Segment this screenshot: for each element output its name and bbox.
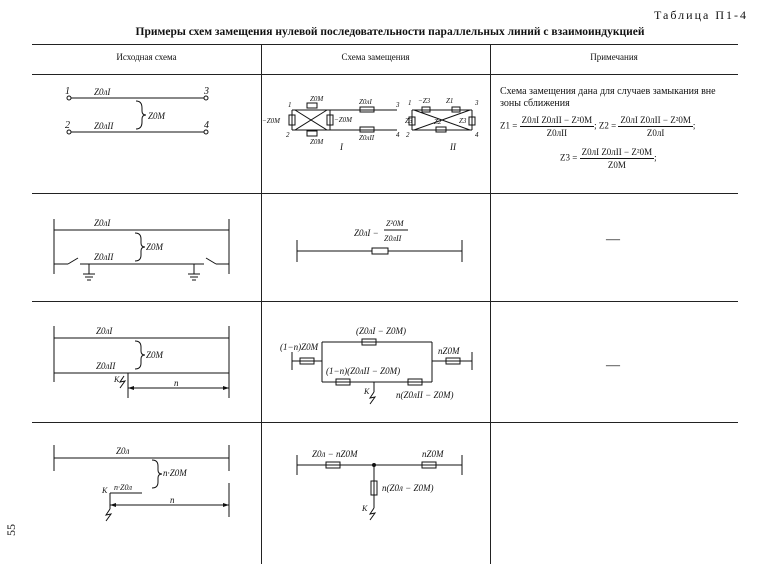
formula-z3-numerator: Z0лI Z0лII − Z²0M xyxy=(579,147,655,159)
r3-eq-k-label: K xyxy=(363,387,370,396)
row-divider-3 xyxy=(32,422,738,423)
eq-node-3: 3 xyxy=(395,101,400,109)
page-number: 55 xyxy=(4,524,18,536)
node-4-label: 4 xyxy=(204,120,209,131)
r3-eq-mid-label: (1−n)(Z0лII − Z0M) xyxy=(326,366,400,376)
node-1-label: 1 xyxy=(65,86,70,97)
r3-line1-label: Z0лI xyxy=(96,326,113,336)
formula-z2-denominator: Z0лI xyxy=(646,128,665,138)
z0l2-label: Z0лII xyxy=(359,134,375,142)
formula-z2-lhs: Z2 = xyxy=(598,120,617,131)
r-node-4: 4 xyxy=(475,131,479,139)
page-title: Примеры схем замещения нулевой последова… xyxy=(135,26,645,38)
r2-line1-label: Z0лI xyxy=(94,218,111,228)
header-notes: Примечания xyxy=(590,52,638,62)
header-source: Исходная схема xyxy=(116,52,177,62)
r3-eq-bottom-label: n(Z0лII − Z0M) xyxy=(396,390,454,400)
row4-source-diagram: Z0л n·Z0M n·Z0л K n xyxy=(53,445,230,522)
header-bottom-rule xyxy=(32,74,738,75)
r-node-2: 2 xyxy=(406,131,410,139)
r4-n-label: n xyxy=(170,495,175,505)
r2-eq-denominator: Z0лII xyxy=(384,234,402,243)
formula-z3-lhs: Z3 = xyxy=(560,152,578,163)
table-label: Таблица П1-4 xyxy=(654,8,748,22)
row2-note: — xyxy=(606,232,620,247)
r3-mutual-label: Z0M xyxy=(146,350,164,360)
r3-n-label: n xyxy=(174,378,179,388)
formula-z1-numerator: Z0лI Z0лII − Z²0M xyxy=(519,115,595,127)
r4-line-label: Z0л xyxy=(116,446,130,456)
row1-source-diagram: 1 2 3 4 Z0лI Z0лII Z0M xyxy=(65,86,209,135)
row1-equivalent-diagram: −Z0M Z0M Z0M −Z0M Z0лI Z0лII 1 2 3 4 I 1… xyxy=(262,95,479,152)
r4-eq-left-label: Z0л − nZ0M xyxy=(312,449,358,459)
mutual-impedance-label: Z0M xyxy=(148,111,166,121)
node-2-label: 2 xyxy=(65,120,70,131)
formula-z1-denominator: Z0лII xyxy=(546,128,568,138)
r3-eq-left-label: (1−n)Z0M xyxy=(280,342,319,352)
formula-z1-lhs: Z1 = xyxy=(500,120,518,131)
column-divider-2 xyxy=(490,44,491,564)
r-node-1: 1 xyxy=(408,99,412,107)
r-minus-z3-label: −Z3 xyxy=(418,97,431,105)
formula-z3-denominator: Z0M xyxy=(607,160,626,170)
row3-note: — xyxy=(606,358,620,373)
eq-node-2: 2 xyxy=(286,131,290,139)
r-z1-label: Z1 xyxy=(446,97,453,105)
row3-source-diagram: Z0лI Z0лII Z0M K n xyxy=(53,326,230,398)
minus-zom2-label: −Z0M xyxy=(334,116,353,124)
line2-impedance-label: Z0лII xyxy=(94,121,114,131)
r3-eq-right-label: nZ0M xyxy=(438,346,460,356)
r-node-3: 3 xyxy=(474,99,479,107)
r-z2-label: Z2 xyxy=(434,118,442,126)
r2-line2-label: Z0лII xyxy=(94,252,114,262)
zom-a-label: Z0M xyxy=(310,95,324,103)
node-3-label: 3 xyxy=(203,86,209,97)
r2-mutual-label: Z0M xyxy=(146,242,164,252)
r2-eq-numerator: Z²0M xyxy=(386,219,405,228)
row2-source-diagram: Z0лI Z0лII Z0M xyxy=(53,218,230,281)
zom-b-label: Z0M xyxy=(310,138,324,146)
z0l1-label: Z0лI xyxy=(359,98,372,106)
r3-fault-k-label: K xyxy=(113,375,120,384)
r4-eq-right-label: nZ0M xyxy=(422,449,444,459)
r4-eq-k-label: K xyxy=(361,504,368,513)
r2-eq-lhs: Z0лI − xyxy=(354,228,379,238)
r3-eq-top-label: (Z0лI − Z0M) xyxy=(356,326,406,336)
row2-equivalent-diagram: Z0лI − Z²0M Z0лII xyxy=(296,219,463,262)
line1-impedance-label: Z0лI xyxy=(94,87,111,97)
table-top-rule xyxy=(32,44,738,45)
r-z3b-label: Z3 xyxy=(459,117,467,125)
roman-i-label: I xyxy=(339,142,344,152)
formula-z2-numerator: Z0лI Z0лII − Z²0M xyxy=(618,115,693,127)
row4-equivalent-diagram: Z0л − nZ0M nZ0M n(Z0л − Z0M) K xyxy=(296,449,463,521)
row-divider-2 xyxy=(32,301,738,302)
r4-nzl-label: n·Z0л xyxy=(114,483,132,492)
eq-node-4: 4 xyxy=(396,131,400,139)
r-z3a-label: Z3 xyxy=(405,117,413,125)
row-divider-1 xyxy=(32,193,738,194)
eq-node-1: 1 xyxy=(288,101,292,109)
minus-zom-label: −Z0M xyxy=(262,117,281,125)
roman-ii-label: II xyxy=(449,142,457,152)
row3-equivalent-diagram: (Z0лI − Z0M) (1−n)Z0M nZ0M (1−n)(Z0лII −… xyxy=(280,326,473,405)
header-equivalent: Схема замещения xyxy=(341,52,410,62)
r4-eq-vert-label: n(Z0л − Z0M) xyxy=(382,483,434,493)
r4-nzm-label: n·Z0M xyxy=(163,468,187,478)
row1-note-text: Схема замещения дана для случаев замыкан… xyxy=(500,86,716,109)
r4-fault-k-label: K xyxy=(101,486,108,495)
column-divider-1 xyxy=(261,44,262,564)
r3-line2-label: Z0лII xyxy=(96,361,116,371)
